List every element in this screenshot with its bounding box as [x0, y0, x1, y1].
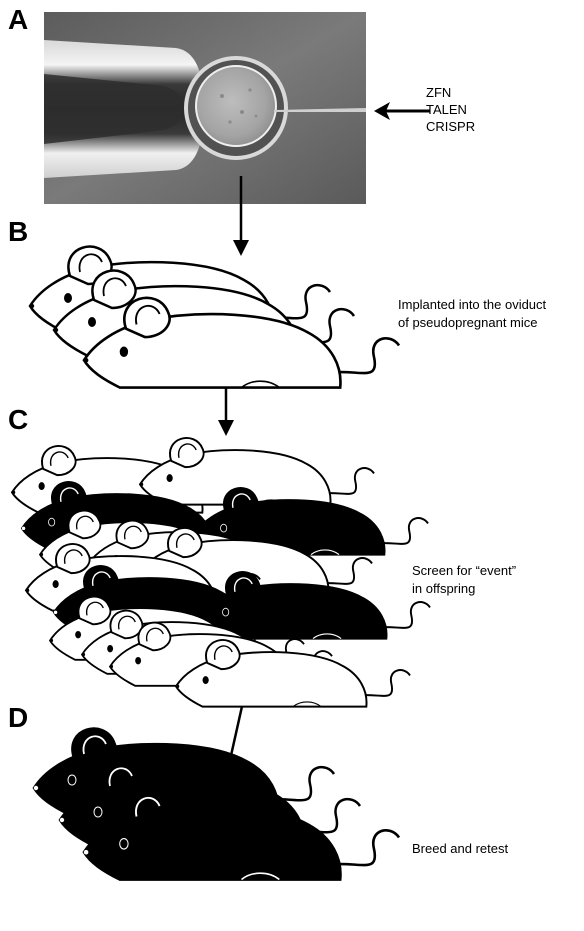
- caption-b-line2: of pseudopregnant mice: [398, 314, 546, 332]
- caption-d-line1: Breed and retest: [412, 840, 508, 858]
- caption-b-line1: Implanted into the oviduct: [398, 296, 546, 314]
- caption-c: Screen for “event” in offspring: [412, 562, 516, 598]
- caption-c-line2: in offspring: [412, 580, 516, 598]
- caption-c-line1: Screen for “event”: [412, 562, 516, 580]
- mouse-c-14: [176, 640, 410, 707]
- caption-d: Breed and retest: [412, 840, 508, 858]
- mouse-c-2: [140, 438, 374, 505]
- caption-b: Implanted into the oviduct of pseudopreg…: [398, 296, 546, 332]
